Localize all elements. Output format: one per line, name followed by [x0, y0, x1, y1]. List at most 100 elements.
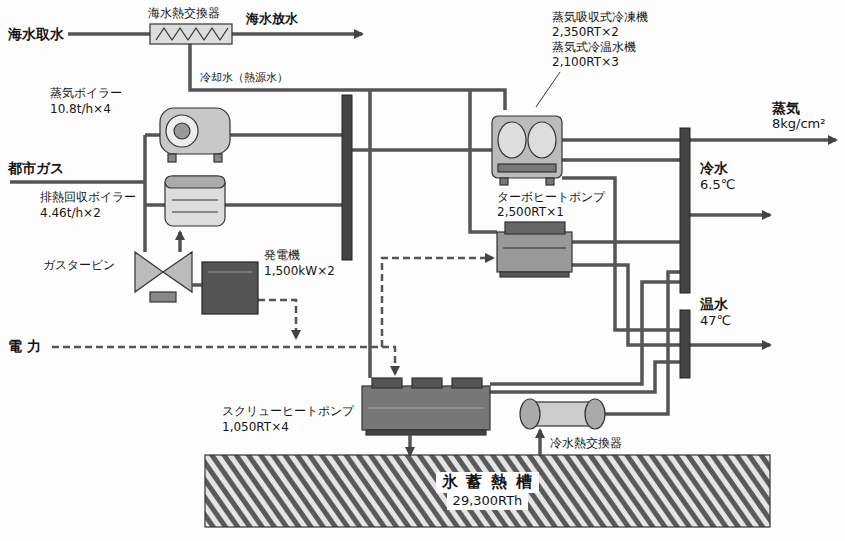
- gas-turbine-symbol: [163, 252, 192, 292]
- equipment-label: 氷 蓄 熱 槽: [436, 472, 540, 493]
- gas-turbine: ガスタービン: [135, 252, 192, 302]
- absorption-chiller-symbol: [528, 122, 556, 158]
- chilled-water-heat-exchanger: 冷水熱交換器: [520, 398, 605, 430]
- equipment-label: ガスタービン: [43, 258, 115, 273]
- pipe: [145, 203, 165, 207]
- turbo-heat-pump-symbol: [497, 222, 572, 277]
- pipe-connector: [178, 232, 182, 252]
- power-line: [52, 258, 493, 374]
- pipe-connector: [408, 435, 412, 455]
- absorption-chiller-symbol: [492, 116, 562, 178]
- chilled-water-heat-exchanger-symbol: [520, 399, 605, 429]
- chilled-water-heat-exchanger-symbol: [520, 399, 540, 429]
- waste-heat-boiler-symbol: [165, 176, 225, 226]
- flow-label: 海水放水: [246, 12, 298, 27]
- generator: 発電機1,500kW×2: [202, 262, 258, 314]
- pipe: [10, 34, 836, 414]
- absorption-chiller-symbol: [498, 164, 556, 172]
- flow-label: 都市ガス: [8, 160, 64, 176]
- pipe: [562, 138, 836, 142]
- screw-heat-pump-symbol: [412, 378, 442, 388]
- turbo-heat-pump-symbol: [500, 272, 569, 277]
- turbo-heat-pump-symbol: [505, 222, 565, 234]
- absorption-chiller-symbol: [498, 122, 526, 158]
- steam-boiler-symbol: [214, 154, 222, 162]
- generator-symbol: [208, 271, 252, 272]
- flow-label: 海水取水: [8, 26, 64, 42]
- absorption-chiller-symbol: [492, 116, 562, 185]
- pipe: [10, 180, 145, 184]
- pipe: [145, 133, 160, 137]
- pipe: [490, 282, 680, 384]
- leader-line: [536, 72, 560, 107]
- screw-heat-pump-symbol: [368, 407, 484, 408]
- power-line: [382, 258, 493, 347]
- header-bar: [342, 95, 352, 260]
- pipe: [490, 362, 680, 392]
- pipe: [690, 343, 770, 347]
- equipment-label: 排熱回収ボイラー: [40, 190, 136, 205]
- pipe: [143, 135, 147, 252]
- equipment-label: 蒸気吸収式冷凍機: [552, 10, 648, 25]
- equipment-label: 発電機: [264, 248, 300, 263]
- waste-heat-boiler-symbol: [172, 199, 218, 200]
- pipe: [68, 32, 150, 36]
- pipe: [572, 240, 680, 244]
- flow-label: 電 力: [8, 338, 41, 354]
- absorption-chiller: 蒸気吸収式冷凍機2,350RT×2蒸気式冷温水機2,100RT×3: [492, 110, 562, 185]
- pipe: [605, 272, 680, 414]
- equipment-label: 2,500RT×1: [497, 205, 564, 220]
- waste-heat-boiler-symbol: [165, 176, 225, 226]
- waste-heat-boiler: 排熱回収ボイラー4.46t/h×2: [165, 170, 225, 232]
- pipe: [232, 32, 362, 36]
- screw-heat-pump-symbol: [372, 378, 402, 388]
- flow-label: 温水: [700, 296, 728, 312]
- flow-label: 6.5℃: [700, 178, 735, 193]
- waste-heat-boiler-symbol: [172, 211, 218, 212]
- equipment-label: 2,350RT×2: [552, 25, 619, 40]
- pipe: [368, 90, 372, 378]
- screw-heat-pump-symbol: [452, 378, 482, 388]
- pipe-connector: [538, 430, 542, 455]
- screw-heat-pump-symbol: [362, 378, 490, 435]
- screw-heat-pump-symbol: [362, 386, 490, 430]
- equipment-label: ターボヒートポンプ: [497, 190, 605, 205]
- flow-label: 蒸気: [772, 100, 800, 116]
- header-bar: [342, 95, 690, 378]
- equipment-label: 冷水熱交換器: [550, 436, 622, 451]
- gas-turbine-symbol: [150, 292, 176, 302]
- seawater-heat-exchanger-symbol: [150, 24, 232, 44]
- seawater-heat-exchanger-symbol: [150, 24, 232, 44]
- pipe: [230, 133, 342, 137]
- steam-boiler-symbol: [168, 154, 176, 162]
- absorption-chiller-symbol: [546, 178, 554, 185]
- equipment-label: スクリューヒートポンプ: [222, 404, 354, 419]
- pipe: [352, 148, 492, 152]
- pipe-connector: [192, 283, 202, 287]
- equipment-label: 蒸気ボイラー: [50, 86, 122, 101]
- steam-boiler-symbol: [166, 115, 198, 147]
- waste-heat-boiler-symbol: [165, 176, 225, 188]
- ice-storage-tank-symbol: [205, 455, 770, 527]
- ice-storage-tank: 氷 蓄 熱 槽29,300RTh: [205, 455, 770, 527]
- equipment-label: 29,300RTh: [447, 493, 529, 510]
- pipe: [572, 265, 680, 345]
- gas-turbine-symbol: [135, 252, 192, 302]
- flow-label: 冷却水（熱源水）: [200, 72, 288, 85]
- turbo-heat-pump-symbol: [503, 247, 566, 248]
- equipment-label: 1,500kW×2: [264, 264, 335, 279]
- equipment-label: 2,100RT×3: [552, 55, 619, 70]
- flow-label: 冷水: [700, 160, 728, 176]
- chilled-water-heat-exchanger-symbol: [585, 399, 605, 429]
- power-line: [52, 347, 395, 374]
- power-line: [258, 300, 296, 338]
- seawater-heat-exchanger-symbol: [156, 28, 228, 40]
- chilled-water-heat-exchanger-symbol: [532, 402, 592, 426]
- steam-boiler-symbol: [160, 108, 230, 154]
- generator-symbol: [202, 262, 258, 314]
- flow-label: 47℃: [700, 314, 731, 329]
- steam-boiler-symbol: [174, 123, 190, 139]
- pipe: [562, 158, 680, 162]
